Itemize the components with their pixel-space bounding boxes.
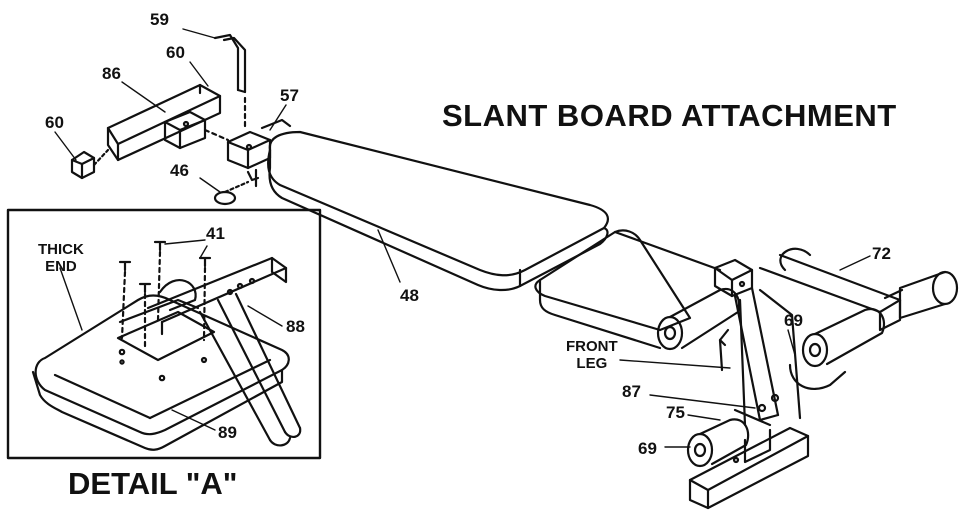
front-pad <box>534 229 722 350</box>
leader-lines <box>54 28 871 448</box>
bracket-57 <box>226 96 292 170</box>
label-part-60-left: 60 <box>45 113 64 132</box>
label-detail-41: 41 <box>206 224 225 243</box>
label-thick-end-line2: END <box>45 258 77 275</box>
label-part-59: 59 <box>150 10 169 29</box>
label-part-48: 48 <box>400 286 419 305</box>
rod-59 <box>213 33 247 94</box>
roller-bar-72 <box>758 253 959 332</box>
label-detail-89: 89 <box>218 423 237 442</box>
label-part-69-lower: 69 <box>638 439 657 458</box>
label-thick-end-line1: THICK <box>38 241 84 258</box>
label-front-leg-line1: FRONT <box>566 338 618 355</box>
base-foot <box>688 426 810 510</box>
diagram-title: SLANT BOARD ATTACHMENT <box>442 98 897 133</box>
label-front-leg: FRONT LEG <box>566 339 618 371</box>
label-part-46: 46 <box>170 161 189 180</box>
label-part-87: 87 <box>622 382 641 401</box>
label-part-57: 57 <box>280 86 299 105</box>
label-part-72: 72 <box>872 244 891 263</box>
label-part-75: 75 <box>666 403 685 422</box>
end-cap-60-left <box>70 148 110 180</box>
crossbar-86 <box>106 83 230 162</box>
detail-a-box <box>6 208 322 460</box>
label-front-leg-line2: LEG <box>576 355 608 372</box>
bench-pad-48 <box>267 130 609 292</box>
label-thick-end: THICK END <box>38 242 84 274</box>
label-detail-88: 88 <box>286 317 305 336</box>
label-part-69-upper: 69 <box>784 311 803 330</box>
label-part-86: 86 <box>102 64 121 83</box>
detail-a-title: DETAIL "A" <box>68 466 238 501</box>
label-part-60-top: 60 <box>166 43 185 62</box>
pin-46 <box>213 168 260 206</box>
front-leg-frame <box>713 258 802 427</box>
